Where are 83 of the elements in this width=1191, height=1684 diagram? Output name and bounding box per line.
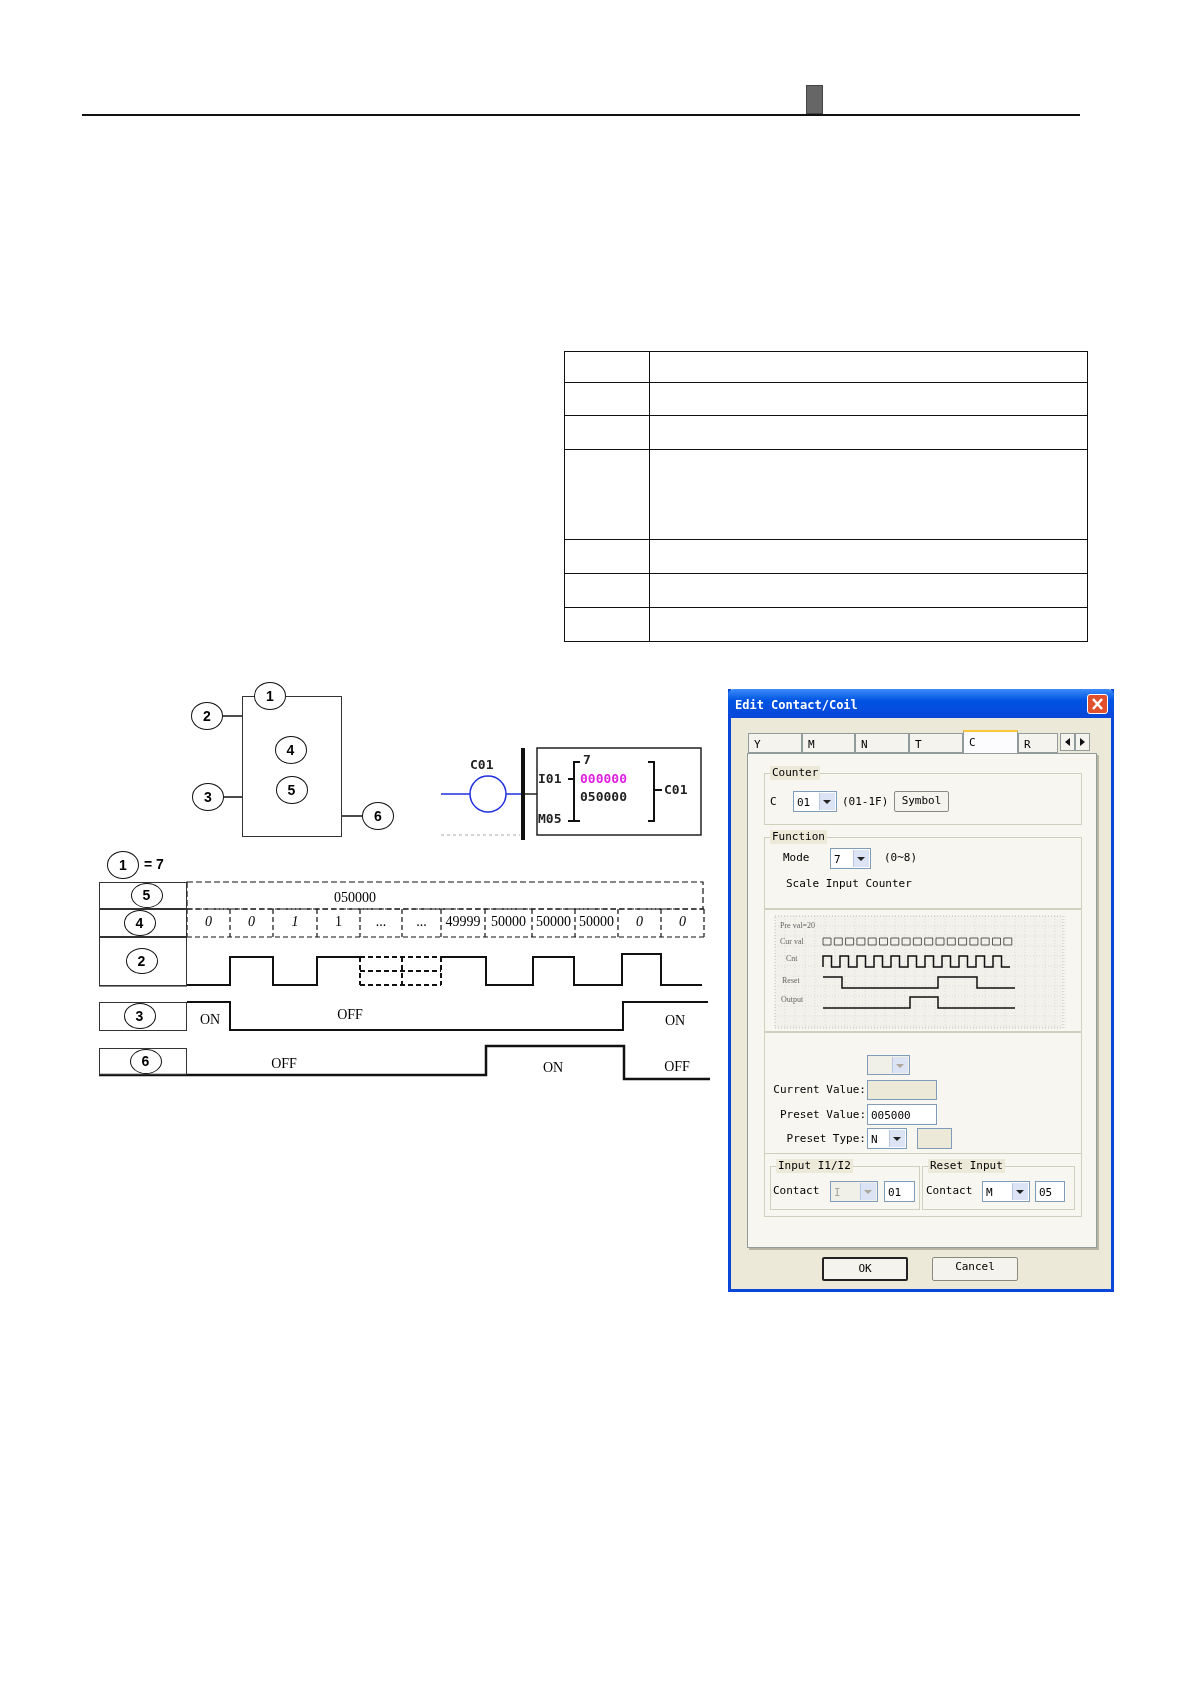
- timing-label: 0: [204, 913, 213, 931]
- timing-label: ON: [541, 1059, 565, 1076]
- field-label: Contact: [773, 1184, 821, 1198]
- input-field: 005000: [867, 1104, 937, 1125]
- circled-number: 2: [191, 702, 223, 730]
- row-header-cell: [99, 882, 187, 909]
- timing-label: 50000: [490, 913, 527, 931]
- timing-label: 1: [290, 913, 300, 931]
- node-note: = 7: [144, 856, 164, 872]
- timing-label: 49999: [444, 913, 482, 931]
- group-title: Counter: [770, 766, 821, 780]
- connector-line: [341, 815, 363, 817]
- field-label: Preset Value:: [778, 1108, 866, 1122]
- tab: C: [963, 730, 1018, 753]
- row-header-cell: [99, 937, 187, 986]
- circled-number: 4: [274, 735, 307, 764]
- timing-label: OFF: [336, 1006, 364, 1023]
- timing-label: 0: [247, 913, 256, 931]
- circled-number: 6: [362, 802, 394, 830]
- circled-number: 2: [125, 947, 158, 974]
- dropdown: N: [867, 1128, 907, 1149]
- ladder-label: I01: [538, 771, 563, 787]
- field-label: C: [770, 795, 778, 809]
- timing-label: ON: [663, 1012, 687, 1029]
- dropdown: I: [830, 1181, 878, 1202]
- ladder-label: 7: [583, 752, 592, 768]
- circled-number: 5: [130, 882, 163, 908]
- circled-number: 1: [254, 682, 286, 710]
- counter-value: 000000: [580, 771, 628, 787]
- chart-label: Pre val=20: [780, 920, 816, 931]
- group-title: Function: [770, 830, 827, 844]
- circled-number: 3: [123, 1002, 156, 1029]
- row-header-cell: [99, 1002, 187, 1031]
- dialog-button: OK: [822, 1257, 908, 1281]
- timing-label: OFF: [270, 1055, 298, 1072]
- timing-label: 1: [334, 913, 343, 931]
- chart-label: Output: [781, 994, 805, 1005]
- timing-label: 50000: [578, 913, 615, 931]
- dropdown: 7: [830, 848, 871, 869]
- field-label: Current Value:: [772, 1083, 866, 1097]
- field-label: (01-1F): [842, 795, 890, 809]
- dialog-button: Cancel: [932, 1257, 1018, 1281]
- field-label: Contact: [926, 1184, 974, 1198]
- group-title: Input I1/I2: [776, 1159, 853, 1173]
- timing-label: 0: [635, 913, 644, 931]
- timing-label: 050000: [333, 889, 377, 904]
- field-label: Preset Type:: [785, 1132, 866, 1146]
- field-label: Mode: [783, 851, 811, 865]
- field-label: Scale Input Counter: [786, 877, 913, 891]
- input-field: 01: [884, 1181, 915, 1202]
- timing-label: 0: [678, 913, 687, 931]
- chart-label: Cur val: [780, 936, 805, 947]
- dropdown: M: [982, 1181, 1030, 1202]
- tab: N: [855, 733, 909, 753]
- timing-label: ON: [198, 1011, 222, 1028]
- dropdown: 01: [793, 791, 837, 812]
- ladder-label: 050000: [580, 789, 628, 805]
- circled-number: 5: [275, 775, 308, 804]
- field-label: (0~8): [884, 851, 919, 865]
- chart-label: Reset: [782, 975, 801, 986]
- ladder-label: C01: [664, 782, 689, 798]
- connector-line: [222, 715, 243, 717]
- circled-number: 4: [123, 909, 156, 936]
- connector-line: [223, 796, 243, 798]
- row-header-cell: [99, 1048, 187, 1075]
- timing-label: OFF: [663, 1058, 691, 1075]
- dialog-button: Symbol: [894, 791, 949, 812]
- tab: M: [802, 733, 855, 753]
- ladder-label: M05: [538, 811, 563, 827]
- timing-label: ...: [415, 913, 428, 931]
- tab: Y: [748, 733, 802, 753]
- chart-label: Cnt: [786, 953, 799, 964]
- timing-label: ...: [374, 913, 388, 931]
- timing-label: 50000: [535, 913, 572, 931]
- group-title: Reset Input: [928, 1159, 1005, 1173]
- ladder-label: C01: [470, 757, 495, 773]
- circled-number: 6: [129, 1048, 162, 1074]
- tab: R: [1018, 733, 1058, 753]
- circled-number: 3: [192, 783, 224, 811]
- input-field: 05: [1035, 1181, 1065, 1202]
- window-title: Edit Contact/Coil: [735, 697, 859, 713]
- row-header-cell: [99, 909, 187, 937]
- tab: T: [909, 733, 963, 753]
